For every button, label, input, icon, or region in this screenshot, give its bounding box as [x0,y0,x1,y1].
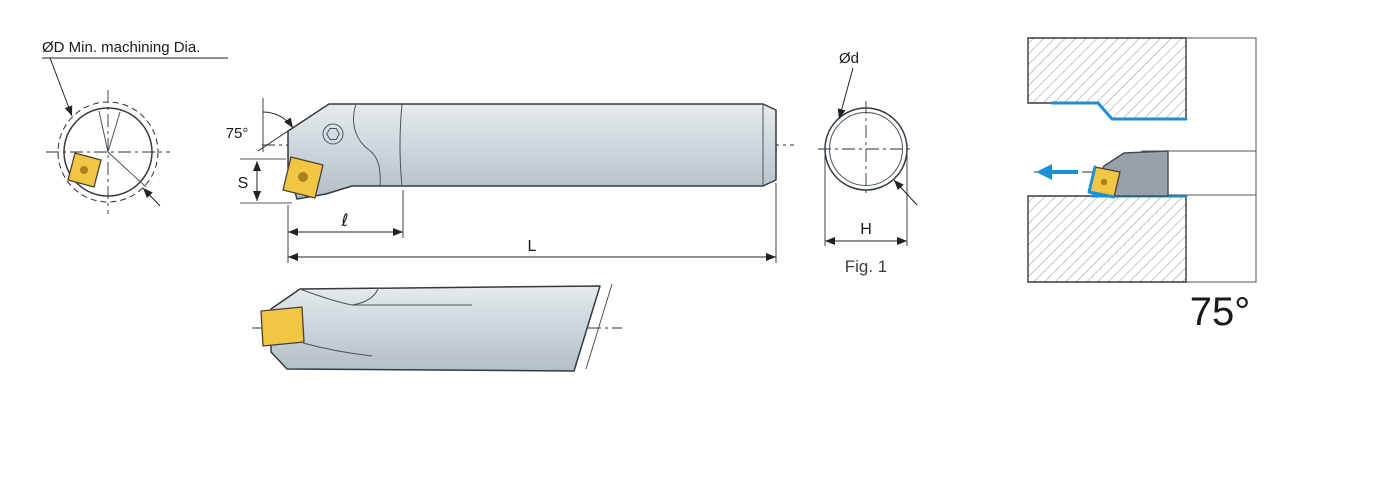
clamp-contour [351,288,379,306]
clamp-contour [299,288,472,306]
insert-screw-hole [80,166,88,174]
application-view: 75° [1027,37,1257,334]
application-angle-label: 75° [1190,290,1251,334]
s-dimension-label: S [238,175,249,192]
machined-surface-highlight [1050,101,1188,121]
end-view: ØD Min. machining Dia. [42,39,228,214]
pocket-contour [302,342,373,357]
h-dimension-label: H [860,221,872,238]
break-line [585,283,613,370]
insert-top-view [260,306,305,347]
angle-extension-line [257,130,289,152]
leader-arrow [837,67,854,120]
shank-diameter-label: Ød [839,50,859,67]
top-view [252,283,622,372]
head-shank-boundary [399,103,403,187]
leader-arrow [142,187,161,207]
pocket-contour-line [107,111,121,153]
shank-chamfer-circle [829,112,903,186]
figure-caption: Fig. 1 [845,257,888,276]
side-view: 75° S ℓ L [226,98,794,263]
workpiece-outer-boundary [1186,37,1257,283]
bar-end-circle [63,107,153,197]
leader-arrow [893,179,918,206]
insert-screw-hole [1100,178,1108,186]
insert-screw-hole [298,172,308,182]
head-length-label: ℓ [340,211,348,231]
min-machining-dia-label: ØD Min. machining Dia. [42,39,200,56]
clamp-screw [322,123,344,145]
lead-angle-label: 75° [226,125,249,142]
overall-length-label: L [528,238,537,255]
workpiece-lower-section [1027,195,1187,283]
leader-arrow [49,57,73,117]
hex-socket-icon [326,128,340,140]
workpiece-upper-section [1027,37,1187,120]
pocket-contour-line [107,151,147,188]
pocket-contour-line [98,110,109,153]
section-view: Ød H Fig. 1 [818,50,918,276]
cutting-edge-highlight [1087,165,1116,199]
angle-arc [262,111,294,129]
clamp-contour [353,103,381,187]
shank-section-circle [824,107,908,191]
min-machining-diameter-circle [57,101,159,203]
toolholder-body-top [270,285,601,372]
toolholder-body [287,103,777,200]
feed-direction-arrow-head [1036,164,1052,180]
